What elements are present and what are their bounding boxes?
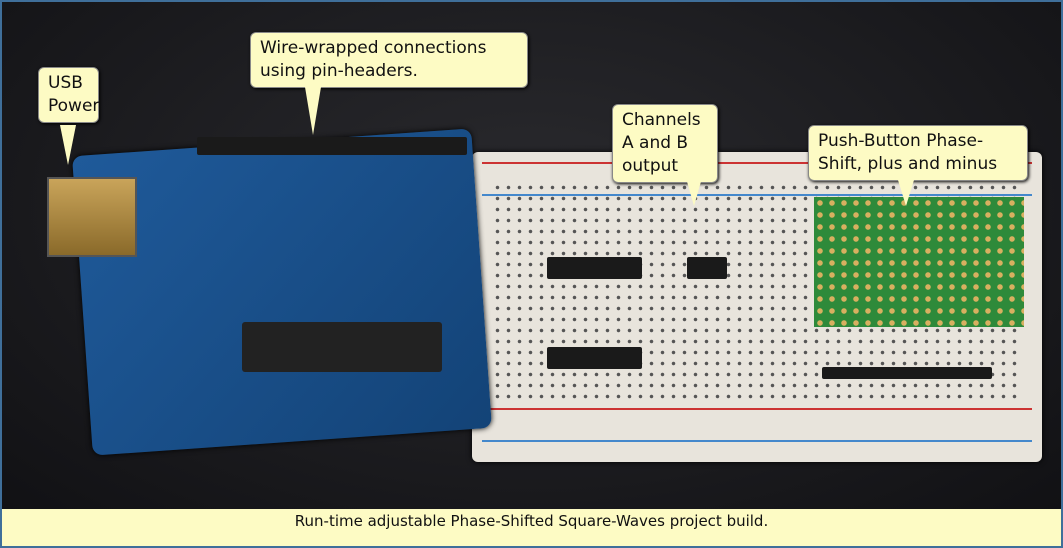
callout-line: Push-Button Phase-: [818, 131, 984, 151]
callout-line: A and B: [622, 133, 689, 153]
project-photo: [2, 2, 1061, 509]
microcontroller-chip: [242, 322, 442, 372]
callout-line: output: [622, 156, 679, 176]
callout-pointer: [305, 87, 321, 135]
callout-line: using pin-headers.: [260, 61, 418, 81]
callout-line: Wire-wrapped connections: [260, 38, 487, 58]
callout-line: USB: [48, 73, 83, 93]
callout-pointer: [686, 178, 702, 206]
callout-pointer: [898, 180, 914, 206]
callout-usb-power: USB Power: [38, 67, 99, 123]
usb-connector: [47, 177, 137, 257]
callout-pointer: [60, 125, 76, 165]
callout-line: Channels: [622, 110, 701, 130]
callout-line: Shift, plus and minus: [818, 154, 998, 174]
callout-channels: Channels A and B output: [612, 104, 718, 183]
figure-caption: Run-time adjustable Phase-Shifted Square…: [294, 512, 769, 530]
callout-line: Power: [48, 96, 100, 116]
callout-push-button: Push-Button Phase- Shift, plus and minus: [808, 125, 1028, 181]
callout-wire-wrapped: Wire-wrapped connections using pin-heade…: [250, 32, 528, 88]
push-button-perfboard: [814, 197, 1024, 327]
